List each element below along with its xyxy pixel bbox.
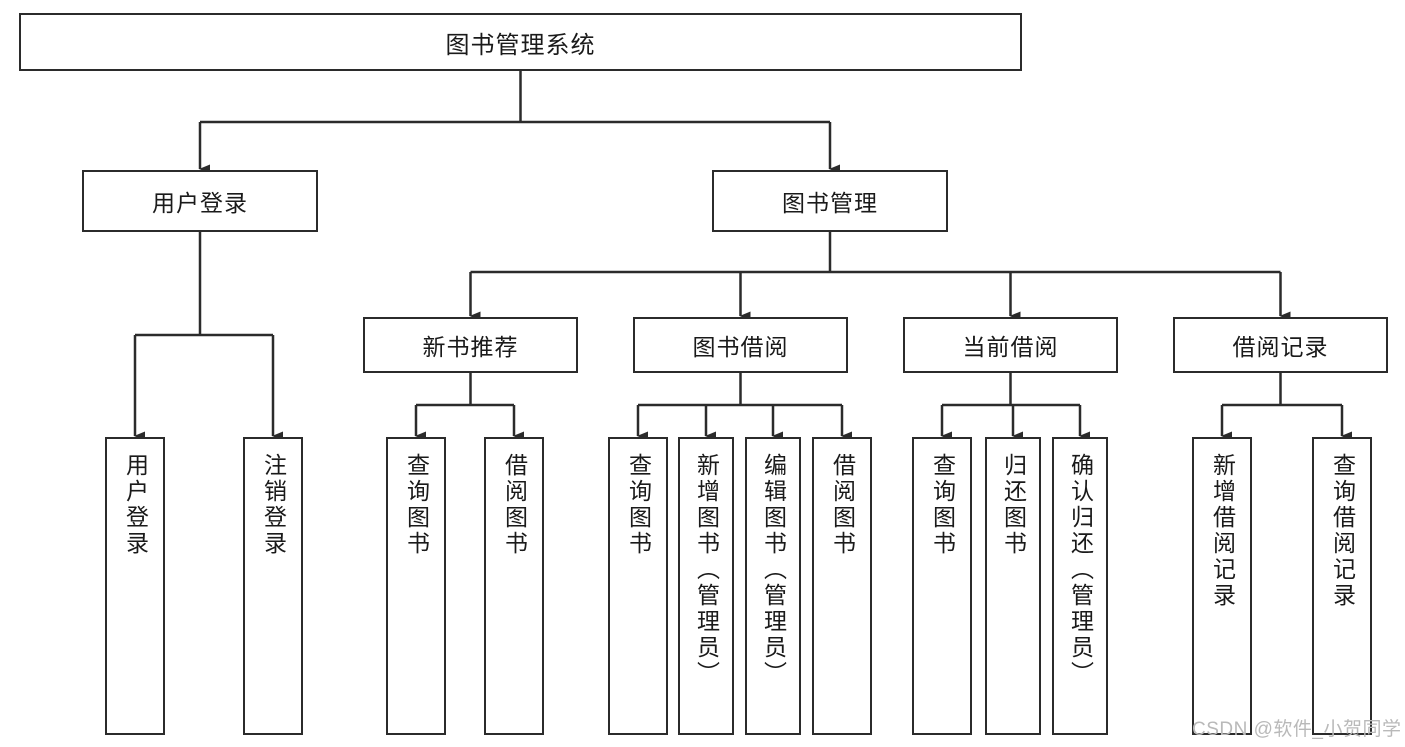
leaf-br-query-record[interactable]: 查询借阅记录 [1312, 437, 1372, 735]
node-root-system[interactable]: 图书管理系统 [19, 13, 1022, 71]
node-current-borrowing[interactable]: 当前借阅 [903, 317, 1118, 373]
leaf-rec-borrow-book[interactable]: 借阅图书 [484, 437, 544, 735]
leaf-label: 确认归还（管理员） [1067, 453, 1094, 687]
leaf-cb-query-book[interactable]: 查询图书 [912, 437, 972, 735]
node-book-borrowing[interactable]: 图书借阅 [633, 317, 848, 373]
leaf-label: 注销登录 [260, 453, 287, 557]
leaf-label: 查询图书 [929, 453, 956, 557]
leaf-label: 新增图书（管理员） [693, 453, 720, 687]
leaf-bb-add-book[interactable]: 新增图书（管理员） [678, 437, 734, 735]
node-user-login[interactable]: 用户登录 [82, 170, 318, 232]
leaf-label: 查询图书 [625, 453, 652, 557]
leaf-bb-borrow-book[interactable]: 借阅图书 [812, 437, 872, 735]
leaf-logout[interactable]: 注销登录 [243, 437, 303, 735]
leaf-rec-query-book[interactable]: 查询图书 [386, 437, 446, 735]
leaf-label: 查询图书 [403, 453, 430, 557]
node-borrowing-records[interactable]: 借阅记录 [1173, 317, 1388, 373]
leaf-user-login[interactable]: 用户登录 [105, 437, 165, 735]
leaf-label: 归还图书 [1000, 453, 1027, 557]
leaf-label: 新增借阅记录 [1209, 453, 1236, 609]
leaf-label: 借阅图书 [501, 453, 528, 557]
node-new-book-recommendation[interactable]: 新书推荐 [363, 317, 578, 373]
leaf-label: 借阅图书 [829, 453, 856, 557]
leaf-cb-confirm-return[interactable]: 确认归还（管理员） [1052, 437, 1108, 735]
leaf-cb-return-book[interactable]: 归还图书 [985, 437, 1041, 735]
leaf-label: 编辑图书（管理员） [760, 453, 787, 687]
watermark-csdn: CSDN @软件_小贺同学 [1192, 719, 1402, 740]
leaf-br-add-record[interactable]: 新增借阅记录 [1192, 437, 1252, 735]
node-book-management[interactable]: 图书管理 [712, 170, 948, 232]
leaf-bb-query-book[interactable]: 查询图书 [608, 437, 668, 735]
leaf-label: 查询借阅记录 [1329, 453, 1356, 609]
leaf-bb-edit-book[interactable]: 编辑图书（管理员） [745, 437, 801, 735]
leaf-label: 用户登录 [122, 453, 149, 557]
